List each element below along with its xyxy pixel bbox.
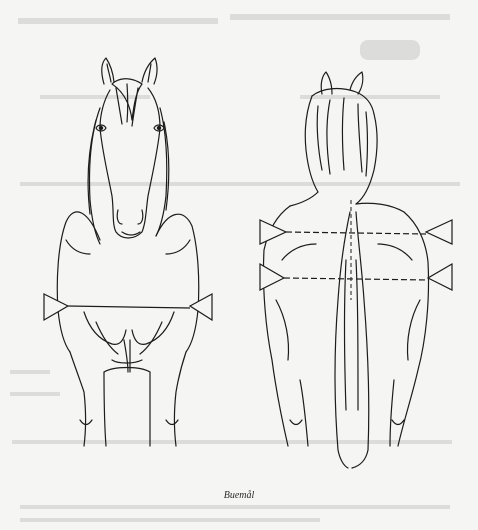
measure-arrow-left-upper	[260, 220, 286, 244]
bleed-through-text	[10, 14, 460, 522]
measure-line-lower	[284, 278, 428, 280]
rear-girth-measure	[260, 220, 452, 290]
rear-view-horse	[263, 72, 428, 468]
measure-arrow-right-upper	[426, 220, 452, 244]
measure-line-upper	[286, 232, 426, 234]
front-view-horse	[57, 58, 198, 446]
measure-arrow-right-lower	[428, 264, 452, 290]
measure-arrow-left	[44, 294, 68, 320]
figure-caption: Buemål	[0, 490, 478, 501]
measure-arrow-left-lower	[260, 264, 284, 290]
front-girth-measure	[44, 294, 212, 320]
measure-arrow-right	[190, 294, 212, 320]
measure-line	[68, 306, 190, 308]
